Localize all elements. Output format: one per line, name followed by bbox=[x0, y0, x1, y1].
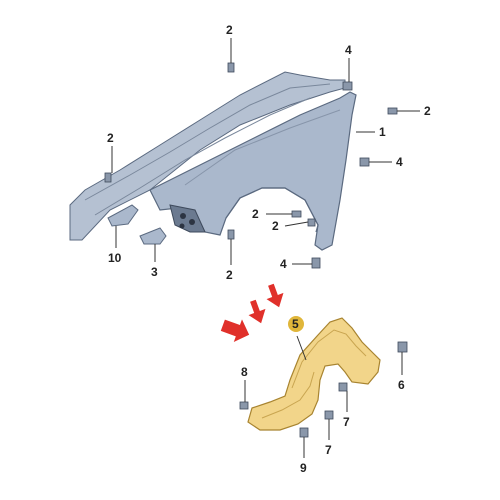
liner-inner-edge-2 bbox=[261, 371, 315, 419]
bolt-icon bbox=[291, 210, 302, 218]
callout-2-top: 2 bbox=[226, 23, 233, 37]
bracket-part-10 bbox=[107, 204, 139, 227]
bolt-icon bbox=[227, 229, 235, 240]
red-arrow-icon bbox=[220, 319, 250, 342]
callout-10: 10 bbox=[108, 251, 122, 265]
headlamp-mount bbox=[169, 204, 206, 233]
callout-5-highlight: 5 bbox=[288, 316, 304, 332]
bolt-icon bbox=[387, 107, 398, 115]
callout-1: 1 bbox=[379, 125, 386, 139]
clip-icon bbox=[342, 81, 353, 91]
highlight-badge bbox=[288, 316, 304, 332]
callout-4-mid: 4 bbox=[396, 155, 403, 169]
clip-icon bbox=[299, 427, 309, 438]
wheel-arch-liner bbox=[247, 317, 381, 431]
liner-inner-edge bbox=[291, 329, 367, 389]
callout-6: 6 bbox=[398, 378, 405, 392]
callout-7-b: 7 bbox=[325, 443, 332, 457]
callout-3: 3 bbox=[151, 265, 158, 279]
screw-icon bbox=[324, 410, 334, 420]
leader-lines bbox=[111, 38, 420, 458]
bolt-icon bbox=[307, 218, 316, 227]
fender-crease bbox=[184, 109, 341, 186]
bolt-icon bbox=[104, 172, 112, 183]
callout-8: 8 bbox=[241, 365, 248, 379]
callout-2-left: 2 bbox=[107, 131, 114, 145]
nut-icon bbox=[239, 401, 249, 410]
red-arrow-icon bbox=[266, 283, 284, 308]
callout-7-a: 7 bbox=[343, 415, 350, 429]
fender-support-detail-2 bbox=[94, 97, 311, 216]
callout-2-right: 2 bbox=[424, 104, 431, 118]
front-fender-assembly bbox=[69, 71, 357, 251]
callout-2-bottom: 2 bbox=[226, 268, 233, 282]
clip-icon bbox=[397, 341, 408, 353]
red-arrows bbox=[220, 283, 284, 342]
callout-4-top: 4 bbox=[345, 43, 352, 57]
callout-2-mid1: 2 bbox=[252, 207, 259, 221]
clip-icon bbox=[311, 257, 321, 269]
fender-arch-lip bbox=[225, 187, 319, 233]
bracket-part-3 bbox=[139, 227, 167, 245]
liner-shell bbox=[247, 317, 381, 431]
red-arrow-icon bbox=[248, 299, 266, 324]
callout-2-mid2: 2 bbox=[272, 219, 279, 233]
callout-9: 9 bbox=[300, 461, 307, 475]
callout-5: 5 bbox=[292, 317, 299, 331]
screw-icon bbox=[338, 382, 348, 392]
fender-fasteners bbox=[104, 62, 398, 269]
callout-4-bottom: 4 bbox=[280, 257, 287, 271]
bolt-icon bbox=[227, 62, 235, 73]
fender-support-detail bbox=[84, 83, 331, 201]
clip-icon bbox=[359, 157, 370, 167]
